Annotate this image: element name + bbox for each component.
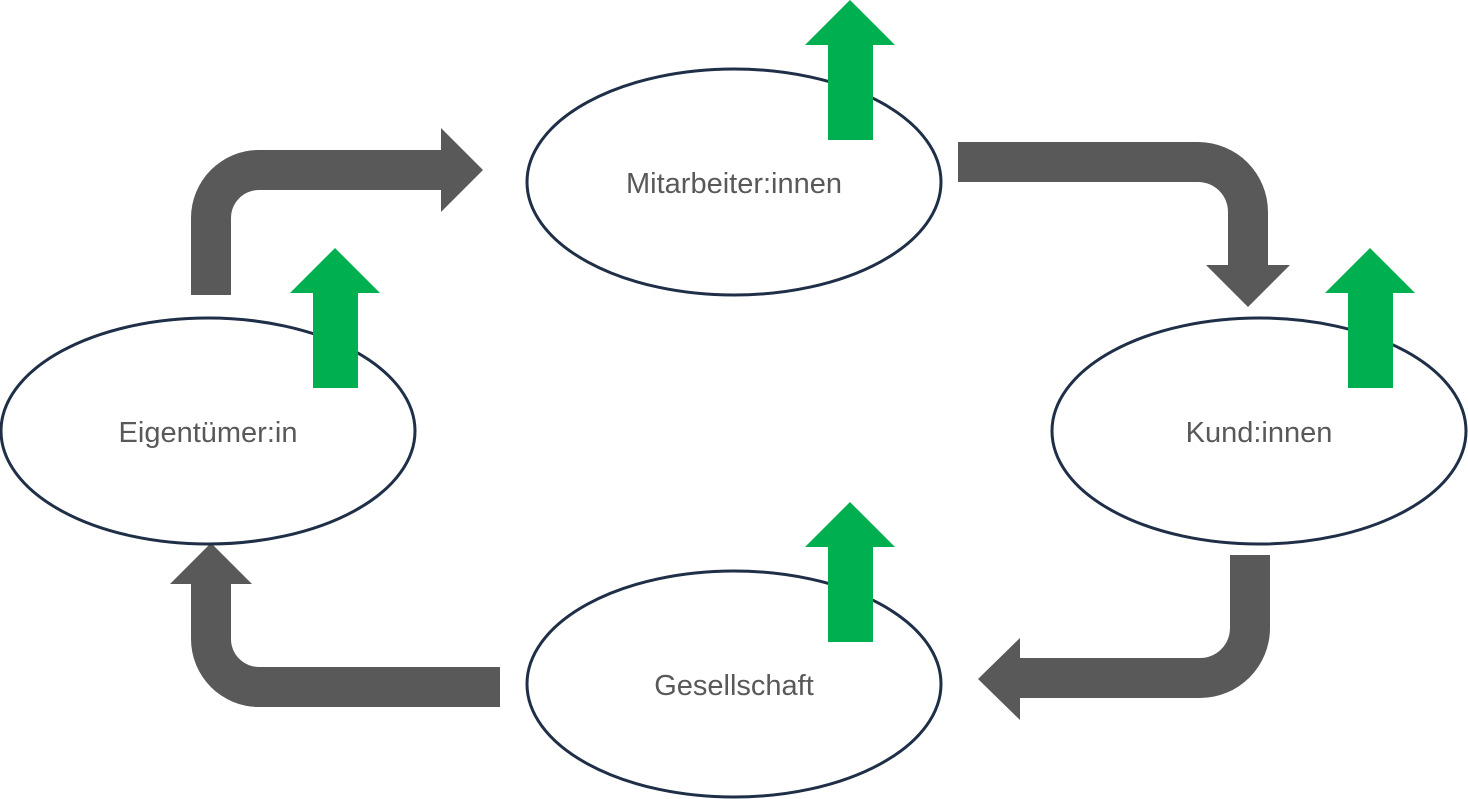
cycle-arrows xyxy=(170,128,1290,720)
node-labels: Mitarbeiter:innen Kund:innen Gesellschaf… xyxy=(119,168,1333,702)
arrow-kunden-to-gesellschaft xyxy=(978,555,1270,720)
node-eigentuemer-label: Eigentümer:in xyxy=(119,417,298,449)
node-kunden-label: Kund:innen xyxy=(1186,417,1333,449)
node-eigentuemer-ellipse xyxy=(0,316,417,546)
node-gesellschaft-label: Gesellschaft xyxy=(654,670,814,702)
up-arrow-icon xyxy=(805,502,895,642)
up-arrow-icon xyxy=(805,0,895,140)
up-arrow-icon xyxy=(1325,248,1415,388)
node-mitarbeiter-label: Mitarbeiter:innen xyxy=(626,168,842,200)
arrow-gesellschaft-to-eigentuemer xyxy=(170,543,500,707)
arrow-mitarbeiter-to-kunden xyxy=(958,142,1290,307)
up-arrow-icon xyxy=(290,248,380,388)
growth-arrows xyxy=(290,0,1415,642)
arrow-eigentuemer-to-mitarbeiter xyxy=(191,128,483,295)
